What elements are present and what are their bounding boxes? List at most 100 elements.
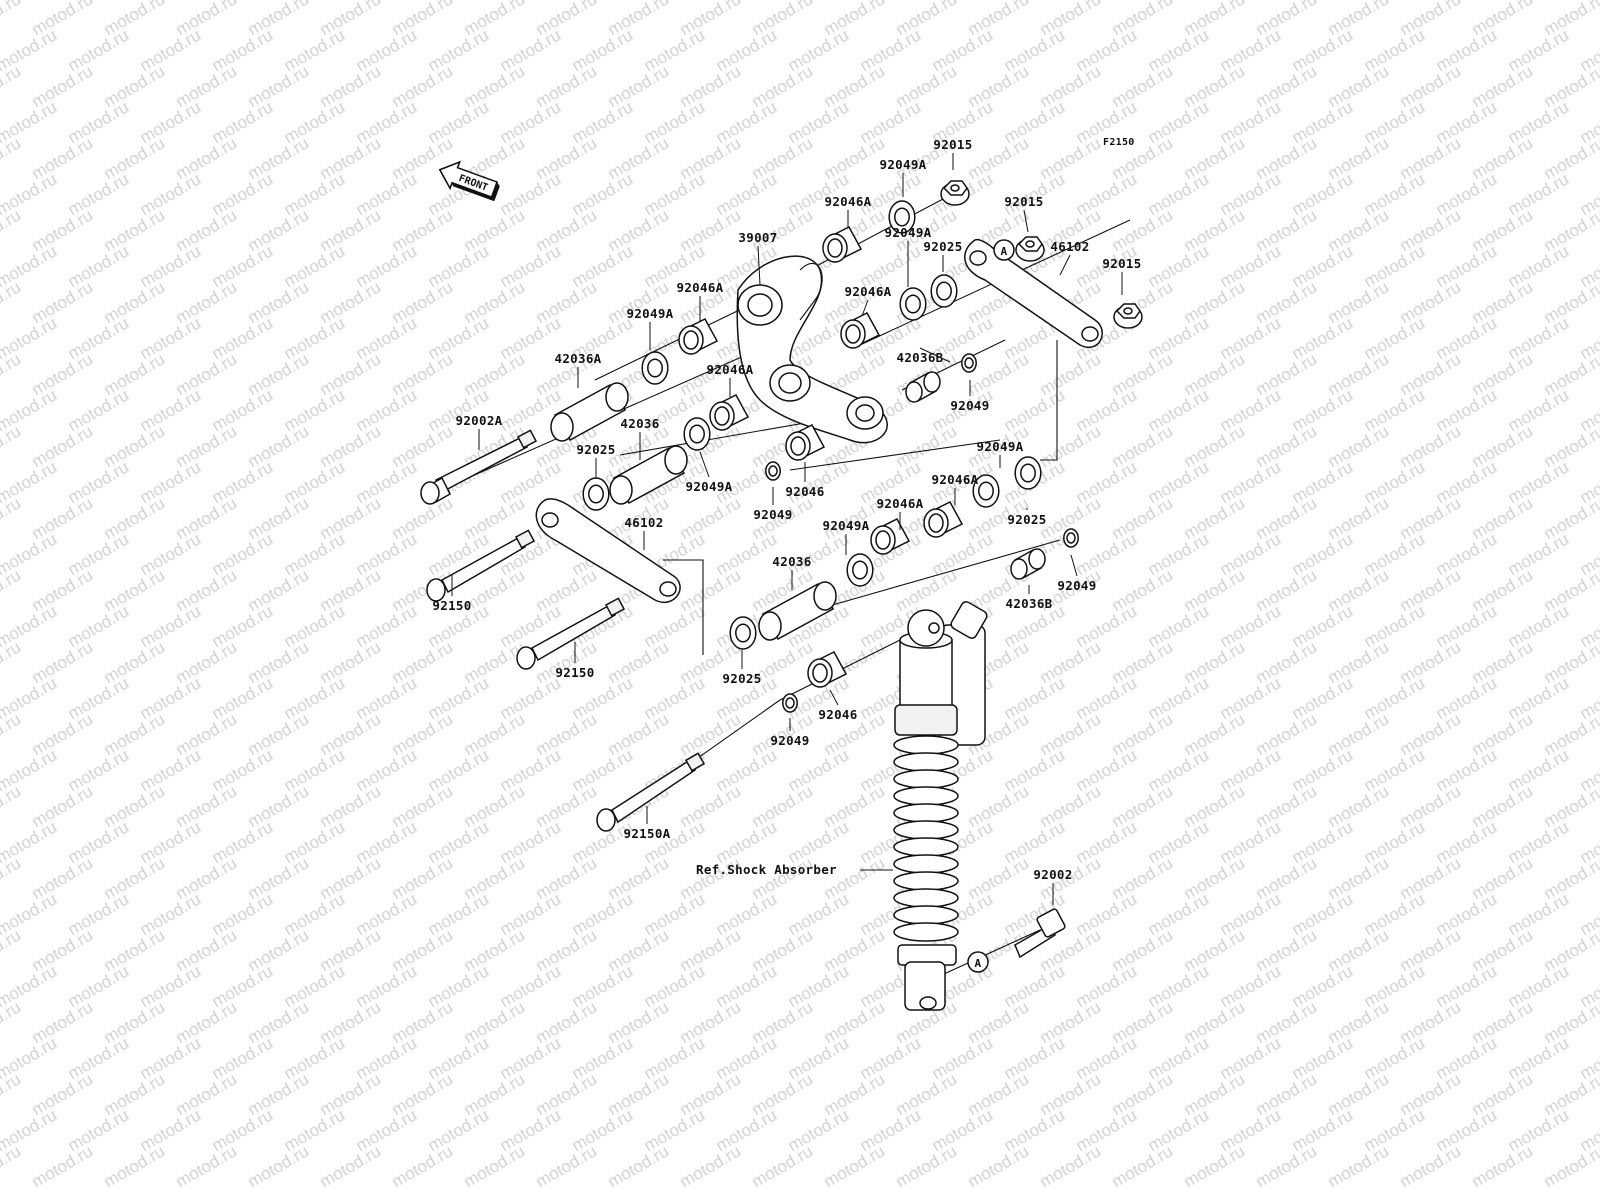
watermark-text: motod.ru — [749, 1141, 817, 1191]
part-number-label: 92150A — [624, 826, 671, 841]
watermark-text: motod.ru — [101, 1141, 169, 1191]
watermark-text: motod.ru — [0, 493, 24, 543]
part-number-label: 92046A — [845, 284, 892, 299]
watermark-text: motod.ru — [0, 0, 24, 39]
parts-layer: A A — [420, 180, 1143, 973]
watermark-text: motod.ru — [893, 1141, 961, 1191]
flange-nut — [940, 180, 970, 206]
collar-42036B-lower — [1010, 548, 1046, 580]
part-callout: 92002 — [1033, 867, 1072, 905]
front-arrow-icon: FRONT — [438, 160, 500, 202]
part-callout: 92046A — [825, 194, 872, 228]
part-number-label: 42036 — [772, 554, 811, 569]
watermark-text: motod.ru — [173, 1141, 241, 1191]
part-callout: 92150 — [555, 642, 594, 680]
part-callout: 42036B — [897, 347, 951, 365]
part-number-label: 92049A — [885, 225, 932, 240]
part-callout: 92015 — [1004, 194, 1043, 233]
watermark-text: motod.ru — [317, 1141, 385, 1191]
part-callout: 92049 — [770, 718, 809, 748]
leader-line — [1059, 254, 1071, 276]
leader-line — [699, 451, 710, 478]
part-callout: 92049A — [627, 306, 674, 350]
part-number-label: 42036B — [897, 350, 944, 365]
tie-rod-46102-lower — [535, 498, 681, 603]
part-number-label: 92150 — [432, 598, 471, 613]
part-number-label: 42036 — [620, 416, 659, 431]
watermark-text: motod.ru — [0, 421, 24, 471]
part-number-label: 92002 — [1033, 867, 1072, 882]
leader-line — [1070, 554, 1078, 577]
part-callout: 92015 — [933, 137, 972, 170]
bolt-92150A — [596, 752, 706, 832]
spring-coil — [893, 871, 959, 891]
part-callout: 92049 — [950, 380, 989, 413]
part-callout: 46102 — [1050, 239, 1089, 276]
watermark-text: motod.ru — [389, 1141, 457, 1191]
shock-absorber — [893, 601, 988, 1011]
bolt-92150-a — [426, 529, 536, 602]
part-number-label: 92049 — [950, 398, 989, 413]
part-number-label: 92046A — [677, 280, 724, 295]
shock-spring — [893, 735, 959, 942]
part-callout: 92025 — [576, 442, 615, 478]
part-number-label: 92049 — [753, 507, 792, 522]
watermark-text: motod.ru — [0, 1141, 24, 1191]
watermark-text: motod.ru — [29, 1141, 97, 1191]
watermark-text: motod.ru — [677, 1141, 745, 1191]
part-number-label: 92046A — [825, 194, 872, 209]
watermark-text: motod.ru — [245, 1141, 313, 1191]
part-number-label: 46102 — [624, 515, 663, 530]
needle-bearing — [840, 312, 881, 349]
leader-line — [829, 689, 839, 706]
watermark-text: motod.ru — [0, 277, 24, 327]
needle-bearing — [807, 651, 848, 688]
figure-code: F2150 — [1103, 137, 1135, 148]
spring-coil — [893, 752, 959, 772]
part-callout: 42036 — [620, 416, 659, 460]
collar-42036-upper — [609, 445, 688, 505]
part-callout: 92046A — [877, 496, 923, 530]
part-number-label: 92150 — [555, 665, 594, 680]
spring-coil — [893, 837, 959, 857]
washer-seal — [641, 351, 669, 385]
watermark-text: motod.ru — [0, 925, 24, 975]
part-number-label: 92046 — [818, 707, 857, 722]
flange-nut — [1113, 303, 1143, 329]
washer-seal — [582, 477, 610, 511]
spring-coil — [893, 769, 959, 789]
part-number-label: 92046 — [785, 484, 824, 499]
part-callout: 92150A — [624, 806, 671, 841]
part-callout: 92046A — [932, 472, 978, 505]
leader-line — [919, 347, 951, 363]
watermark-text: motod.ru — [1397, 1141, 1465, 1191]
part-callout: 46102 — [624, 515, 663, 550]
watermark-text: motod.ru — [1577, 0, 1600, 3]
washer-seal — [729, 616, 757, 650]
part-number-label: 42036B — [1006, 596, 1053, 611]
part-number-label: 42036A — [555, 351, 602, 366]
needle-bearing — [785, 424, 826, 461]
ref-circle-a-lower-label: A — [975, 957, 982, 970]
needle-bearing — [678, 318, 719, 355]
needle-bearing — [709, 394, 750, 431]
watermark-text: motod.ru — [0, 565, 24, 615]
part-callout: 92015 — [1102, 256, 1141, 295]
watermark-text: motod.ru — [965, 1141, 1033, 1191]
part-number-label: 92049 — [1057, 578, 1096, 593]
ref-circle-a-upper: A — [993, 239, 1015, 261]
washer-seal — [930, 274, 958, 308]
spring-coil — [893, 888, 959, 908]
part-number-label: 92049A — [627, 306, 674, 321]
needle-bearing — [822, 226, 863, 263]
spring-coil — [893, 820, 959, 840]
watermark-text: motod.ru — [1253, 1141, 1321, 1191]
part-number-label: 92002A — [456, 413, 503, 428]
watermark-text: motod.ru — [461, 1141, 529, 1191]
watermark-text: motod.ru — [0, 205, 24, 255]
part-callout: 92046A — [677, 280, 724, 322]
watermark-text: motod.ru — [1181, 1141, 1249, 1191]
ref-circle-a-upper-label: A — [1001, 245, 1008, 258]
ref-circle-a-lower: A — [967, 951, 989, 973]
